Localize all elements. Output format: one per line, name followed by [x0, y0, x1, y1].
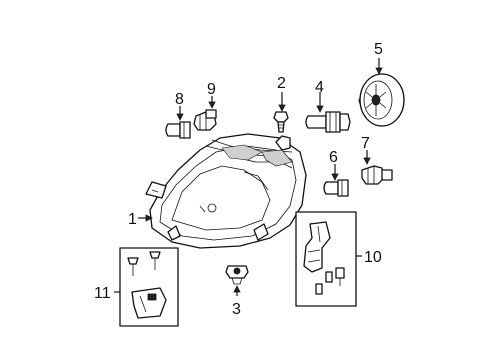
callout-10: 10	[364, 249, 382, 266]
callout-11: 11	[94, 285, 111, 302]
bulb-part-4	[305, 111, 351, 133]
callout-4: 4	[315, 79, 324, 96]
bulb-part-8	[165, 121, 191, 139]
leader-lines	[114, 58, 383, 296]
callout-1: 1	[128, 211, 137, 228]
callout-5: 5	[374, 41, 383, 58]
bracket-kit-part-10	[295, 211, 357, 307]
socket-part-9	[193, 109, 217, 131]
callout-6: 6	[329, 149, 338, 166]
bulb-part-6	[323, 179, 349, 197]
clip-part-3	[225, 265, 249, 285]
headlamp-assembly	[145, 133, 307, 249]
callout-9: 9	[207, 81, 216, 98]
socket-part-7	[361, 165, 393, 185]
fastener-kit-part-11	[119, 247, 179, 327]
callout-3: 3	[232, 301, 241, 318]
callout-2: 2	[277, 75, 286, 92]
callout-8: 8	[175, 91, 184, 108]
screw-part-2	[273, 111, 289, 133]
callout-labels: 1 2 3 4 5 6 7 8 9 10 11	[94, 41, 383, 318]
callout-7: 7	[361, 135, 370, 152]
socket-cover-part-5	[358, 73, 405, 127]
